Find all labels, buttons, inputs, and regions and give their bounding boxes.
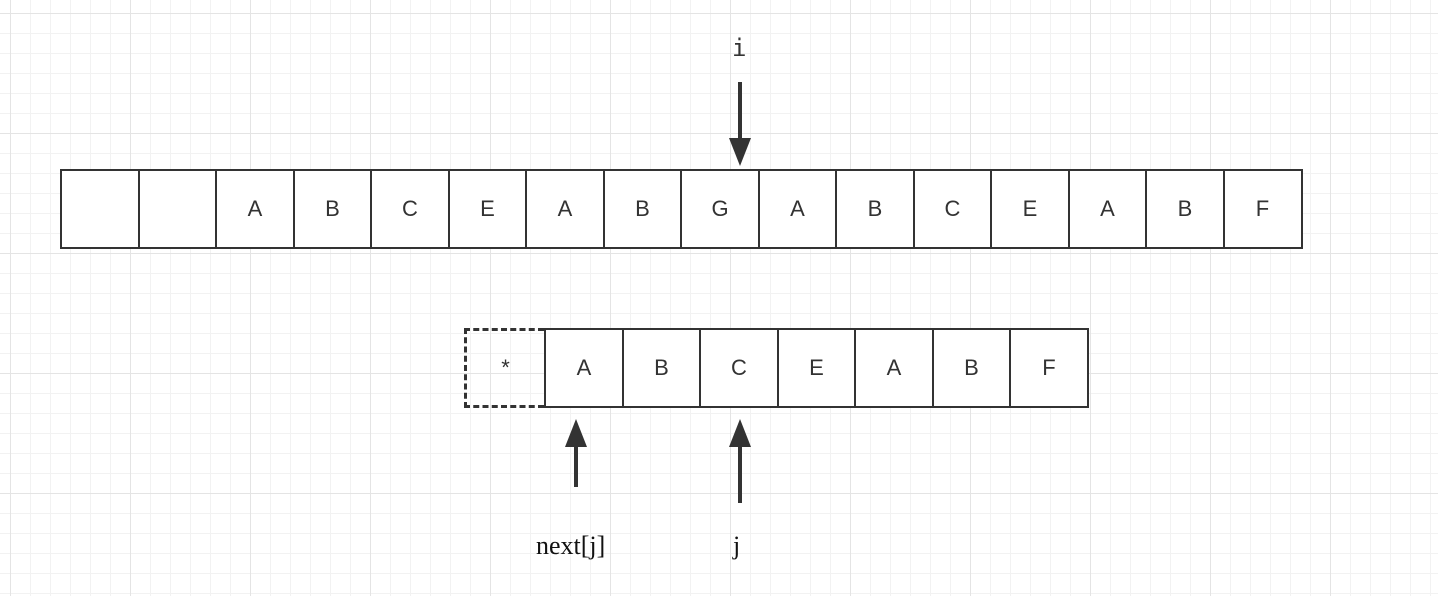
- pointer-label-j: j: [733, 531, 741, 560]
- text-cell: B: [835, 169, 915, 249]
- pattern-cell: B: [931, 328, 1012, 408]
- text-cell: G: [680, 169, 760, 249]
- text-cell: C: [370, 169, 450, 249]
- text-cell: E: [990, 169, 1070, 249]
- text-cell: C: [912, 169, 993, 249]
- arrow-up-j: [729, 419, 751, 503]
- text-cell: [60, 169, 140, 249]
- text-cell: B: [292, 169, 373, 249]
- text-cell: A: [1067, 169, 1148, 249]
- arrow-down-i: [729, 82, 751, 166]
- pattern-prefix-cell: *: [464, 328, 544, 408]
- text-cell: A: [215, 169, 295, 249]
- pattern-cell: F: [1009, 328, 1089, 408]
- text-cell: [137, 169, 218, 249]
- pattern-cell: C: [699, 328, 779, 408]
- text-cell: F: [1222, 169, 1303, 249]
- pointer-label-next-j: next[j]: [536, 531, 606, 560]
- text-cell: B: [1145, 169, 1225, 249]
- text-cell: A: [757, 169, 838, 249]
- text-cell: A: [525, 169, 605, 249]
- pattern-cell: E: [776, 328, 857, 408]
- pattern-cell: A: [544, 328, 624, 408]
- arrow-up-next-j: [565, 419, 587, 487]
- pattern-cell: B: [621, 328, 702, 408]
- pattern-cell: A: [854, 328, 934, 408]
- text-cell: B: [602, 169, 683, 249]
- text-cell: E: [447, 169, 528, 249]
- pointer-label-i: i: [732, 34, 747, 62]
